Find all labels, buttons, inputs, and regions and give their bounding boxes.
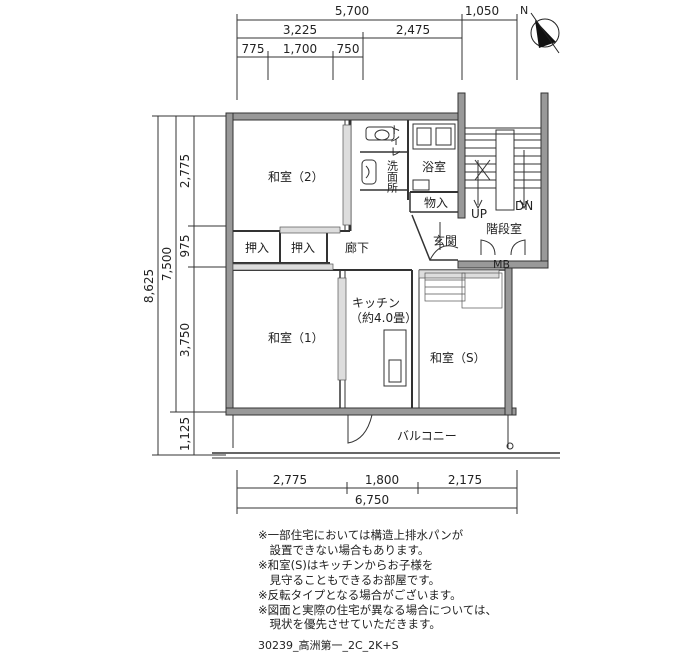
note-line-1: ※一部住宅においては構造上排水パンが <box>258 528 464 542</box>
dim-top-total: 5,700 <box>335 4 369 18</box>
plan-caption: 30239_高洲第一_2C_2K+S <box>258 639 399 652</box>
label-dn: DN <box>515 199 533 213</box>
label-washitsu-2: 和室（2） <box>268 169 324 184</box>
note-line-5: ※反転タイプとなる場合がございます。 <box>258 588 462 602</box>
note-line-3: ※和室(S)はキッチンからお子様を <box>258 558 434 572</box>
dim-left-3750: 3,750 <box>178 323 192 357</box>
left-dimensions <box>152 115 226 456</box>
dim-bottom-1: 2,775 <box>273 473 307 487</box>
note-line-7: 現状を優先させていただきます。 <box>258 617 441 631</box>
dim-top-small-3: 750 <box>337 42 360 56</box>
label-rouka: 廊下 <box>345 240 369 255</box>
dim-bottom-3: 2,175 <box>448 473 482 487</box>
note-line-6: ※図面と実際の住宅が異なる場合については、 <box>258 603 498 617</box>
dim-top-right: 1,050 <box>465 4 499 18</box>
north-compass-icon <box>530 12 560 54</box>
label-yokushitsu: 浴室 <box>422 159 446 174</box>
walls <box>225 92 549 416</box>
label-balcony: バルコニー <box>397 429 457 443</box>
dim-top-small-2: 1,700 <box>283 42 317 56</box>
label-toilet: トイレ <box>389 124 402 157</box>
bottom-dimensions <box>236 470 518 514</box>
dim-top-mid-right: 2,475 <box>396 23 430 37</box>
dim-bottom-total: 6,750 <box>355 493 389 507</box>
dim-left-7500: 7,500 <box>160 247 174 281</box>
fixtures <box>361 123 456 387</box>
dim-top-small-1: 775 <box>242 42 265 56</box>
dim-left-1125: 1,125 <box>178 417 192 451</box>
label-oshiire-3: 物入 <box>424 196 448 210</box>
label-senmen: 洗面所 <box>386 160 399 194</box>
label-kaidanshitsu: 階段室 <box>486 221 522 236</box>
label-mb: MB <box>493 258 510 271</box>
dim-top-mid-left: 3,225 <box>283 23 317 37</box>
dim-left-total: 8,625 <box>142 269 156 303</box>
label-kitchen: キッチン <box>352 296 400 310</box>
sliding-doors <box>232 124 503 381</box>
dim-left-2775: 2,775 <box>178 154 192 188</box>
stairs <box>465 127 541 256</box>
label-up: UP <box>471 207 487 221</box>
note-line-4: 見守ることもできるお部屋です。 <box>258 573 441 587</box>
label-genkan: 玄関 <box>433 233 457 248</box>
compass-label: N <box>520 4 528 17</box>
sink-counter <box>383 329 407 387</box>
note-line-2: 設置できない場合もあります。 <box>258 543 430 557</box>
balcony <box>212 415 560 459</box>
label-oshiire-1: 押入 <box>245 241 269 255</box>
label-kitchen-size: （約4.0畳） <box>350 310 417 325</box>
label-washitsu-1: 和室（1） <box>268 330 324 345</box>
bathtub-icon <box>412 123 456 150</box>
dim-left-975: 975 <box>178 235 192 258</box>
dim-bottom-2: 1,800 <box>365 473 399 487</box>
washbasin-icon <box>361 159 377 185</box>
label-washitsu-s: 和室（S） <box>430 350 486 365</box>
label-oshiire-2: 押入 <box>291 241 315 255</box>
top-dimensions <box>236 14 518 100</box>
doors <box>347 245 459 444</box>
